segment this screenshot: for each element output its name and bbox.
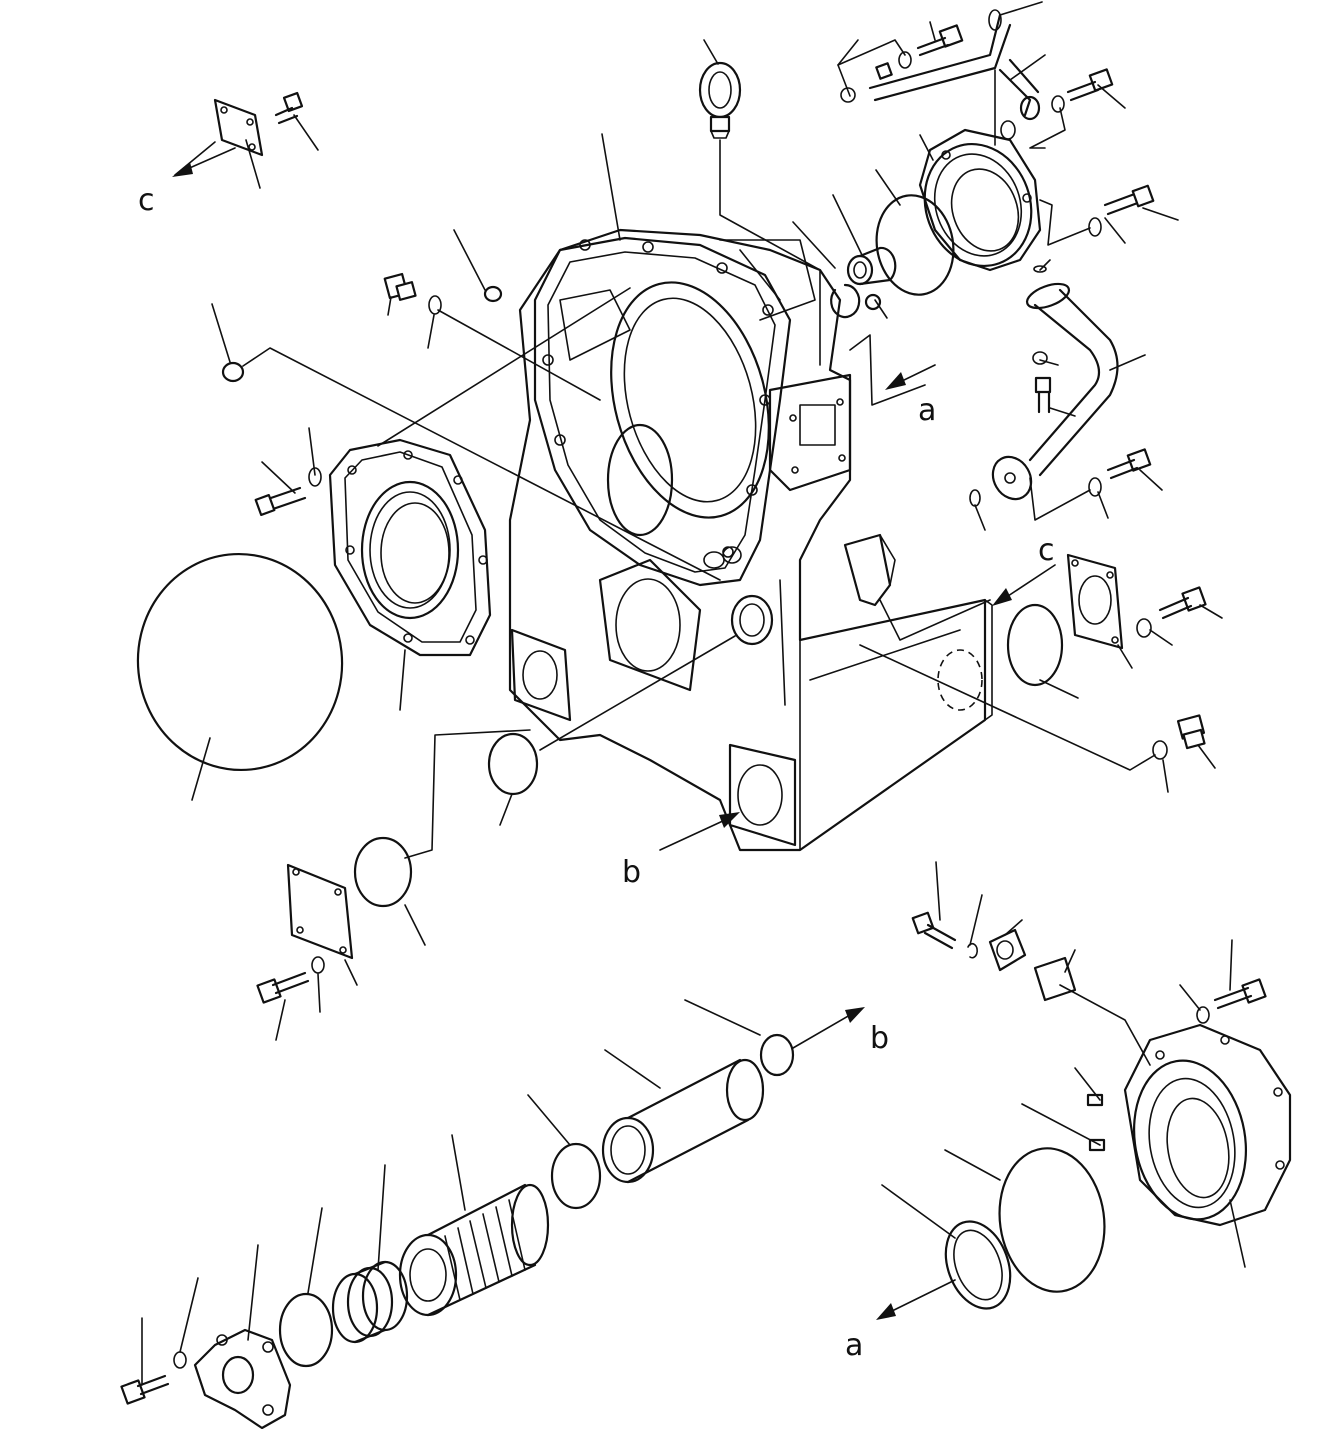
ref-label-c-top-left: c [138, 183, 155, 218]
pto-housing [1123, 1023, 1292, 1227]
sleeve-tube [601, 1058, 765, 1184]
end-cap [193, 1328, 292, 1429]
lifting-eye-bolt [698, 61, 742, 139]
pto-bolts [911, 911, 1267, 1024]
pto-o-ring [998, 1147, 1106, 1293]
spring-seal-rings [331, 1260, 409, 1344]
small-o-ring-left [221, 361, 245, 383]
right-side-o-ring [1006, 603, 1064, 687]
breather-clip-bolt [840, 24, 1114, 140]
arrow-a-bottom [876, 1279, 956, 1320]
snap-ring [830, 283, 861, 319]
arrow-c-right [992, 564, 1056, 606]
lower-left-cover-plate [286, 863, 354, 960]
shaft-o-ring-end [759, 1033, 795, 1077]
small-o-ring-lower [487, 732, 539, 796]
shaft-o-ring-mid [550, 1142, 602, 1210]
ref-label-a-right: a [918, 393, 936, 428]
pto-dowel-pins [1086, 1093, 1106, 1152]
small-o-ring-sleeve [864, 265, 1047, 311]
pto-small-cover [988, 928, 1027, 972]
ref-label-c-right: c [1038, 533, 1055, 568]
splined-shaft [398, 1183, 550, 1317]
top-right-cover-bolt [1088, 184, 1155, 237]
top-right-o-ring [875, 194, 955, 296]
oil-pipe-bolts [969, 351, 1152, 507]
ref-label-b-center: b [622, 855, 641, 890]
oil-pipe [991, 282, 1119, 501]
arrow-a-right [885, 364, 936, 390]
cover-bolt-left [254, 467, 322, 517]
ref-label-a-bottom: a [845, 1328, 863, 1363]
right-drain-plug [1152, 714, 1206, 760]
pto-gasket [1033, 956, 1077, 1002]
shaft-o-ring-small [278, 1292, 334, 1368]
lower-left-cover-bolt [256, 956, 325, 1004]
right-side-cover-bolt [1136, 586, 1207, 638]
top-right-bearing-cage [918, 128, 1042, 272]
top-left-cover-plate [213, 98, 264, 157]
small-o-ring-housing-top [483, 285, 503, 303]
arrow-c-top-left [172, 147, 236, 177]
end-cap-bolt [120, 1351, 187, 1405]
right-side-cover-plate [1066, 553, 1124, 650]
arrow-b-shaft [792, 1007, 865, 1049]
drain-plug-top [383, 272, 442, 315]
left-bearing-cover [328, 438, 492, 657]
lower-left-o-ring [353, 836, 413, 908]
arrow-b-center [659, 812, 740, 851]
transmission-housing [508, 228, 993, 852]
top-left-bolt [274, 91, 304, 125]
leader-lines [141, 1, 1246, 1386]
bearing-sleeve [846, 246, 897, 286]
ref-label-b-shaft: b [870, 1021, 889, 1056]
left-large-o-ring [136, 552, 344, 772]
pto-seal [944, 1220, 1012, 1310]
